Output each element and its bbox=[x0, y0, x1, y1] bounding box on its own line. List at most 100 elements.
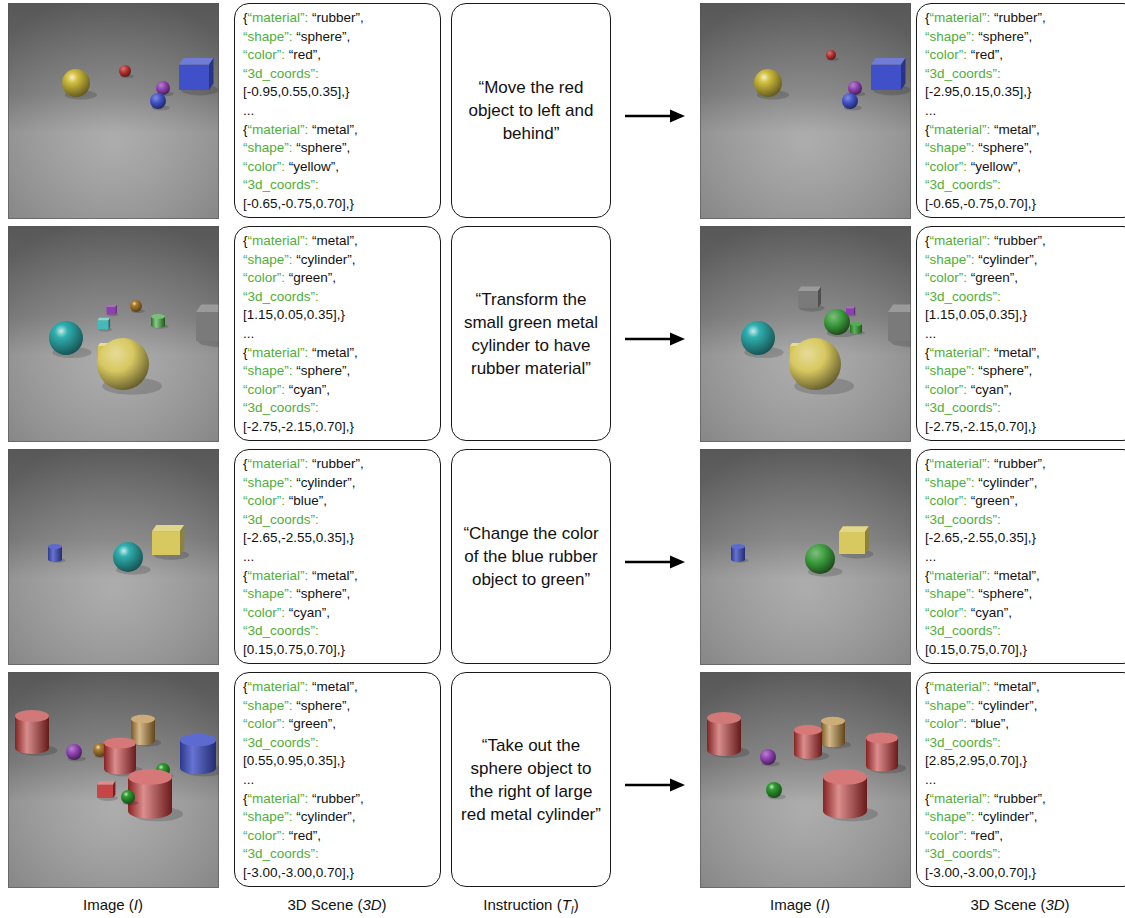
scene-image bbox=[700, 672, 911, 888]
json-line: “3d_coords”: bbox=[925, 511, 1125, 530]
json-line: {“material”: “rubber”, bbox=[925, 455, 1125, 474]
text-stack: {“material”: “metal”,“shape”: “sphere”,“… bbox=[243, 678, 432, 883]
json-key: “material”: bbox=[248, 233, 309, 248]
text-stack: “Move the red object to left and behind” bbox=[461, 76, 601, 145]
image-vignette bbox=[700, 3, 911, 219]
json-line: [-0.65,-0.75,0.70],} bbox=[243, 195, 432, 214]
json-line: “shape”: “sphere”, bbox=[243, 28, 432, 47]
transform-arrow bbox=[625, 784, 672, 786]
transform-arrow bbox=[625, 338, 672, 340]
json-key: “material”: bbox=[930, 456, 991, 471]
image-background bbox=[700, 449, 911, 665]
image-background bbox=[8, 449, 219, 665]
text-stack: {“material”: “rubber”,“shape”: “sphere”,… bbox=[925, 9, 1125, 214]
json-key: “color”: bbox=[925, 270, 967, 285]
json-key: “3d_coords”: bbox=[925, 512, 1001, 527]
arrow-head bbox=[670, 556, 685, 569]
cube-object bbox=[888, 305, 911, 312]
json-key: “shape”: bbox=[243, 363, 293, 378]
json-line: “3d_coords”: bbox=[925, 288, 1125, 307]
image-frame bbox=[9, 227, 219, 442]
json-line: [-2.95,0.15,0.35],} bbox=[925, 83, 1125, 102]
json-line: {“material”: “metal”, bbox=[243, 567, 432, 586]
json-line: “shape”: “cylinder”, bbox=[243, 808, 432, 827]
text-stack: “Take out the sphere object to the right… bbox=[461, 734, 601, 826]
scene-json-box: {“material”: “rubber”,“shape”: “cylinder… bbox=[916, 449, 1125, 664]
scene-image bbox=[8, 449, 219, 665]
cylinder-object bbox=[794, 725, 822, 735]
json-key: “color”: bbox=[243, 270, 285, 285]
json-line: “color”: “green”, bbox=[243, 269, 432, 288]
json-line: “3d_coords”: bbox=[243, 734, 432, 753]
scene-json-box: {“material”: “rubber”,“shape”: “cylinder… bbox=[234, 449, 441, 664]
json-line: “shape”: “cylinder”, bbox=[243, 474, 432, 493]
json-line: {“material”: “rubber”, bbox=[925, 790, 1125, 809]
json-line: “shape”: “sphere”, bbox=[243, 697, 432, 716]
json-key: “color”: bbox=[243, 159, 285, 174]
cylinder-object bbox=[866, 732, 898, 743]
json-line: “3d_coords”: bbox=[925, 845, 1125, 864]
json-key: “color”: bbox=[925, 828, 967, 843]
json-key: “color”: bbox=[243, 828, 285, 843]
json-line: [-3.00,-3.00,0.70],} bbox=[925, 864, 1125, 883]
sphere-object bbox=[49, 321, 83, 355]
image-background bbox=[8, 226, 219, 442]
json-key: “3d_coords”: bbox=[243, 66, 319, 81]
json-key: “shape”: bbox=[925, 475, 975, 490]
json-line: “3d_coords”: bbox=[243, 845, 432, 864]
json-key: “color”: bbox=[925, 493, 967, 508]
scene-image bbox=[8, 672, 219, 888]
json-line: [-0.65,-0.75,0.70],} bbox=[925, 195, 1125, 214]
json-key: “shape”: bbox=[925, 809, 975, 824]
column-label: Image (I) bbox=[770, 896, 830, 914]
json-line: [-0.95,0.55,0.35],} bbox=[243, 83, 432, 102]
json-line: “shape”: “sphere”, bbox=[243, 139, 432, 158]
json-key: “color”: bbox=[243, 47, 285, 62]
json-line: {“material”: “metal”, bbox=[243, 121, 432, 140]
math-symbol: 3D bbox=[362, 896, 381, 913]
json-line: [2.85,2.95,0.70],} bbox=[925, 752, 1125, 771]
image-vignette bbox=[8, 449, 219, 665]
json-key: “color”: bbox=[925, 605, 967, 620]
json-key: “material”: bbox=[930, 568, 991, 583]
json-line: “3d_coords”: bbox=[243, 399, 432, 418]
text-stack: {“material”: “metal”,“shape”: “cylinder”… bbox=[925, 678, 1125, 883]
json-line: {“material”: “rubber”, bbox=[243, 9, 432, 28]
scene-image bbox=[700, 3, 911, 219]
scene-json-box: {“material”: “rubber”,“shape”: “sphere”,… bbox=[916, 3, 1125, 218]
json-key: “3d_coords”: bbox=[243, 623, 319, 638]
image-frame bbox=[701, 4, 911, 219]
json-key: “shape”: bbox=[243, 140, 293, 155]
json-key: “material”: bbox=[248, 345, 309, 360]
text-stack: {“material”: “rubber”,“shape”: “cylinder… bbox=[925, 455, 1125, 660]
image-frame bbox=[9, 450, 219, 665]
json-line: “color”: “green”, bbox=[243, 715, 432, 734]
json-key: “material”: bbox=[248, 10, 309, 25]
json-line: “3d_coords”: bbox=[243, 65, 432, 84]
scene-image bbox=[700, 449, 911, 665]
json-line: “shape”: “cylinder”, bbox=[243, 251, 432, 270]
json-line: ... bbox=[243, 771, 432, 790]
cylinder-object bbox=[707, 712, 741, 724]
json-key: “material”: bbox=[248, 679, 309, 694]
json-line: [0.15,0.75,0.70],} bbox=[925, 641, 1125, 660]
json-key: “color”: bbox=[243, 493, 285, 508]
cylinder-object bbox=[128, 769, 172, 784]
json-line: “shape”: “sphere”, bbox=[925, 139, 1125, 158]
json-line: “color”: “cyan”, bbox=[925, 604, 1125, 623]
image-background bbox=[700, 226, 911, 442]
sphere-object bbox=[789, 338, 841, 390]
json-line: [-2.65,-2.55,0.35],} bbox=[243, 529, 432, 548]
cylinder-object bbox=[151, 314, 165, 319]
json-key: “3d_coords”: bbox=[925, 66, 1001, 81]
json-key: “material”: bbox=[248, 122, 309, 137]
json-line: “3d_coords”: bbox=[243, 511, 432, 530]
json-line: “color”: “cyan”, bbox=[243, 604, 432, 623]
image-frame bbox=[9, 673, 219, 888]
column-label: 3D Scene (3D) bbox=[287, 896, 386, 914]
scene-json-box: {“material”: “metal”,“shape”: “sphere”,“… bbox=[234, 672, 441, 887]
cube-object bbox=[107, 307, 116, 315]
cube-object bbox=[209, 58, 214, 90]
